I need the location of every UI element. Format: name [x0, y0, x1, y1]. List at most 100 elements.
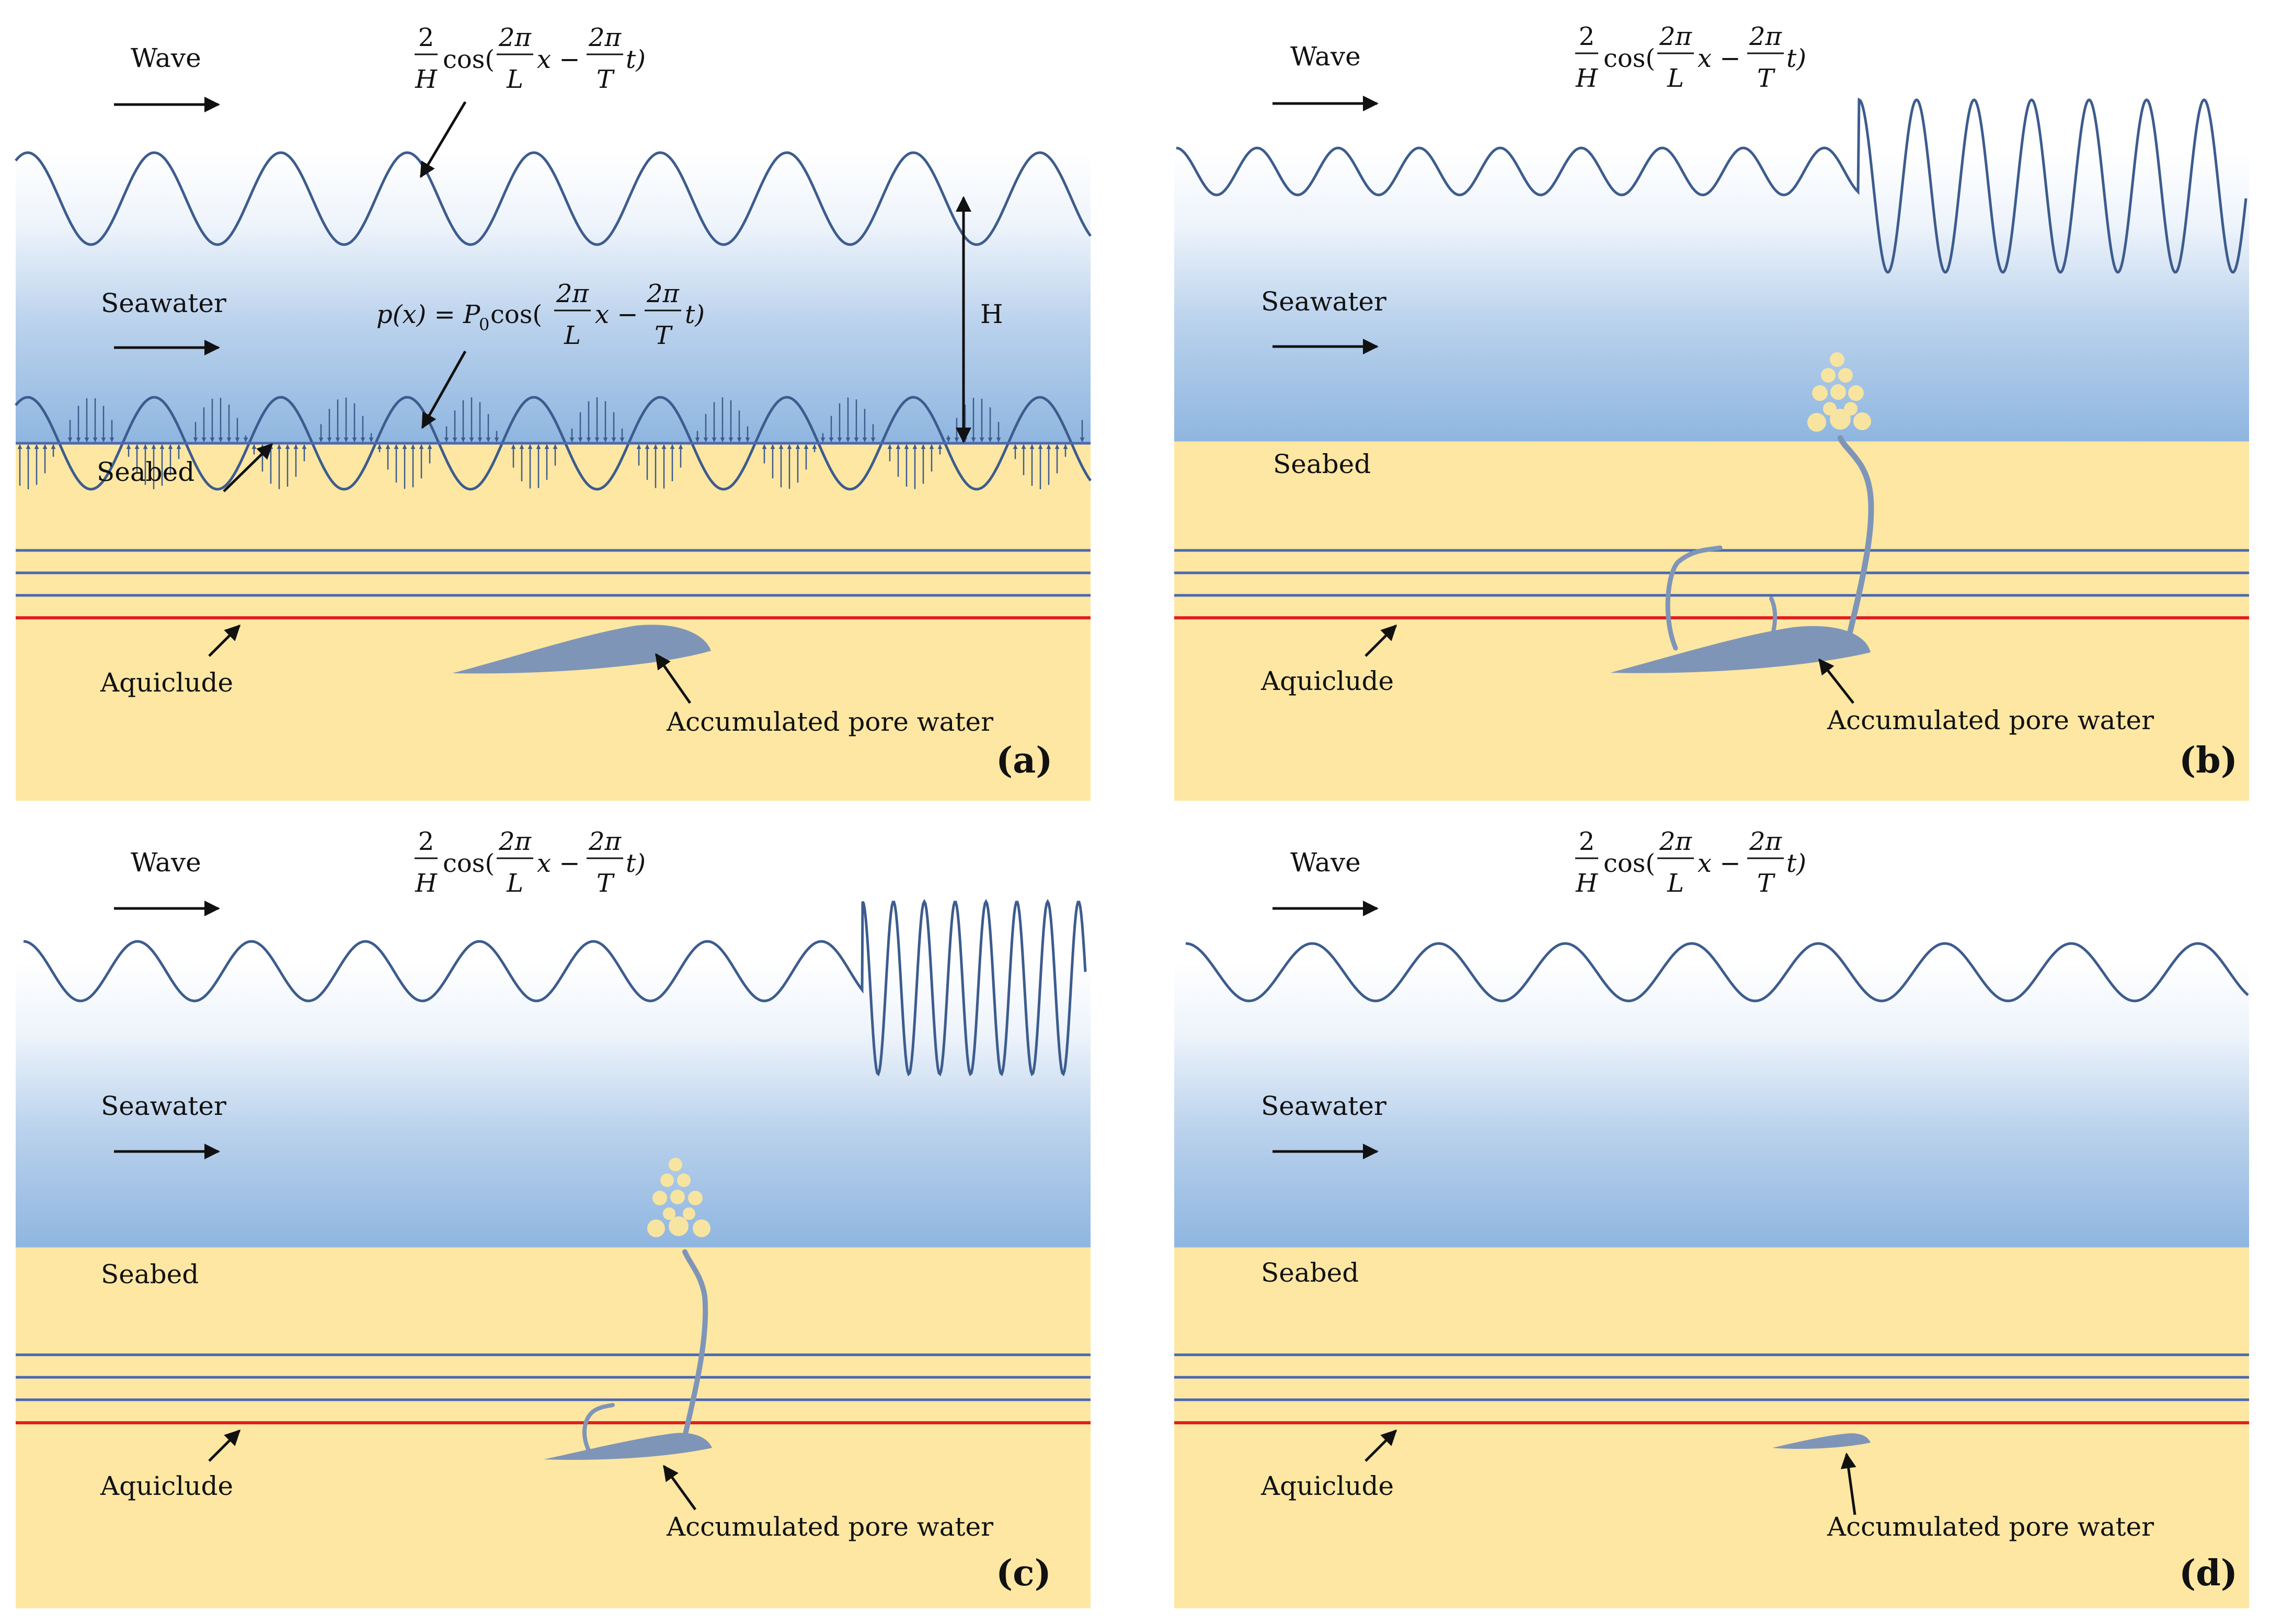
seabed-region — [1174, 441, 2249, 801]
seabed-pointer-arrow — [223, 443, 273, 492]
depth-label: H — [980, 299, 1003, 329]
seabed-label: Seabed — [97, 457, 194, 487]
seabed-label: Seabed — [1273, 449, 1371, 479]
eq-t-close: t) — [1786, 849, 1806, 878]
pore-water-pointer-arrow — [662, 1465, 697, 1511]
pore-water-label: Accumulated pore water — [1827, 705, 2154, 735]
eq-numerator: 2 — [1579, 827, 1595, 856]
eq-two-pi: 2π — [498, 827, 532, 856]
eq-denominator: H — [415, 65, 438, 94]
leak-path-main — [682, 1249, 708, 1439]
wave-equation: 2 H cos( 2π L x − 2π T t) — [1575, 827, 1806, 898]
eq-cos: cos( — [1603, 44, 1655, 73]
pore-water-label: Accumulated pore water — [666, 1512, 993, 1542]
aquiclude-label: Aquiclude — [1260, 666, 1394, 696]
eq-two-pi: 2π — [588, 23, 622, 52]
eq-x-minus: x − — [537, 849, 580, 878]
surface-wave — [15, 151, 1092, 246]
seabed-label: Seabed — [101, 1259, 199, 1289]
eq-numerator: 2 — [418, 827, 434, 856]
eq-L: L — [506, 65, 523, 94]
seawater-label: Seawater — [1261, 1091, 1386, 1121]
eq-t-close: t) — [626, 45, 646, 74]
eq-cos: cos( — [1603, 849, 1655, 878]
eq-cos: cos( — [443, 45, 495, 74]
pressure-equation: p(x) = P 0 cos( 2π L x − 2π T t) — [376, 279, 705, 350]
panel-b: Wave Seawater Seabed Aquiclude Accumulat… — [1174, 22, 2249, 801]
pore-water-label: Accumulated pore water — [1827, 1512, 2154, 1542]
seabed-region — [16, 443, 1091, 801]
wave-equation: 2 H cos( 2π L x − 2π T t) — [415, 827, 646, 898]
aquiclude-label: Aquiclude — [1260, 1471, 1394, 1501]
eq-L: L — [564, 321, 581, 350]
surface-wave — [1176, 97, 2248, 274]
seawater-label: Seawater — [101, 1091, 226, 1121]
seawater-label: Seawater — [101, 288, 226, 318]
aquiclude-pointer-arrow — [1365, 1429, 1397, 1462]
pressure-curve — [15, 396, 1092, 491]
pore-water-pointer-arrow — [1818, 658, 1854, 704]
eq-x-minus: x − — [537, 45, 580, 74]
aquiclude-pointer-arrow — [208, 624, 241, 657]
panel-tag: (b) — [2179, 740, 2238, 781]
panel-tag: (c) — [996, 1552, 1051, 1594]
eq-two-pi: 2π — [1659, 827, 1693, 856]
eq-T: T — [1757, 869, 1775, 898]
eq-two-pi: 2π — [646, 279, 680, 308]
pressure-lhs: p(x) = P — [376, 300, 480, 329]
pressure-sub: 0 — [479, 315, 489, 335]
eq-denominator: H — [1575, 64, 1598, 93]
escaping-bubbles — [647, 1158, 710, 1237]
eq-x-minus: x − — [595, 300, 638, 329]
panel-tag: (a) — [996, 740, 1052, 781]
eq-L: L — [1667, 869, 1684, 898]
pressure-pointer-arrow — [421, 350, 467, 429]
accumulated-pore-water — [452, 625, 711, 674]
accumulated-pore-water — [1610, 626, 1871, 673]
aquiclude-pointer-arrow — [1365, 624, 1397, 657]
aquiclude-pointer-arrow — [208, 1429, 241, 1462]
pressure-profile — [15, 396, 1092, 491]
eq-two-pi: 2π — [588, 827, 622, 856]
eq-two-pi: 2π — [498, 23, 532, 52]
eq-T: T — [655, 321, 673, 350]
panel-a: Wave Seawater Seabed H Aquiclude Accumul… — [15, 23, 1092, 801]
seawater-region — [16, 962, 1091, 1247]
seawater-label: Seawater — [1261, 286, 1386, 317]
leak-path-main — [1837, 435, 1874, 637]
wave-equation: 2 H cos( 2π L x − 2π T t) — [415, 23, 646, 94]
aquiclude-label: Aquiclude — [100, 667, 233, 698]
panel-tag: (d) — [2179, 1552, 2238, 1594]
eq-x-minus: x − — [1698, 849, 1741, 878]
eq-T: T — [1757, 64, 1775, 93]
wave-label: Wave — [1290, 847, 1361, 878]
eq-x-minus: x − — [1698, 44, 1741, 73]
wave-label: Wave — [131, 43, 201, 73]
panel-d: Wave Seawater Seabed Aquiclude Accumulat… — [1174, 827, 2249, 1608]
wave-pointer-arrow — [419, 101, 467, 178]
pore-water-label: Accumulated pore water — [666, 707, 993, 737]
seawater-region — [1174, 962, 2249, 1247]
pore-water-pointer-arrow — [1840, 1453, 1856, 1515]
eq-denominator: H — [415, 869, 438, 898]
eq-t-close: t) — [685, 300, 705, 329]
eq-cos: cos( — [443, 849, 495, 878]
eq-denominator: H — [1575, 869, 1598, 898]
eq-L: L — [1667, 64, 1684, 93]
seabed-region — [16, 1247, 1091, 1608]
eq-two-pi: 2π — [1749, 827, 1783, 856]
leak-path-branch — [582, 1403, 615, 1454]
eq-T: T — [597, 869, 615, 898]
eq-t-close: t) — [626, 849, 646, 878]
eq-two-pi: 2π — [1659, 22, 1693, 51]
eq-T: T — [597, 65, 615, 94]
surface-wave — [23, 899, 1087, 1077]
seabed-region — [1174, 1247, 2249, 1608]
seawater-region — [16, 152, 1091, 443]
eq-numerator: 2 — [418, 23, 434, 52]
leak-path-stub — [1769, 596, 1778, 634]
pore-water-pointer-arrow — [655, 653, 692, 704]
eq-numerator: 2 — [1579, 22, 1595, 51]
eq-L: L — [506, 869, 523, 898]
eq-t-close: t) — [1786, 44, 1806, 73]
